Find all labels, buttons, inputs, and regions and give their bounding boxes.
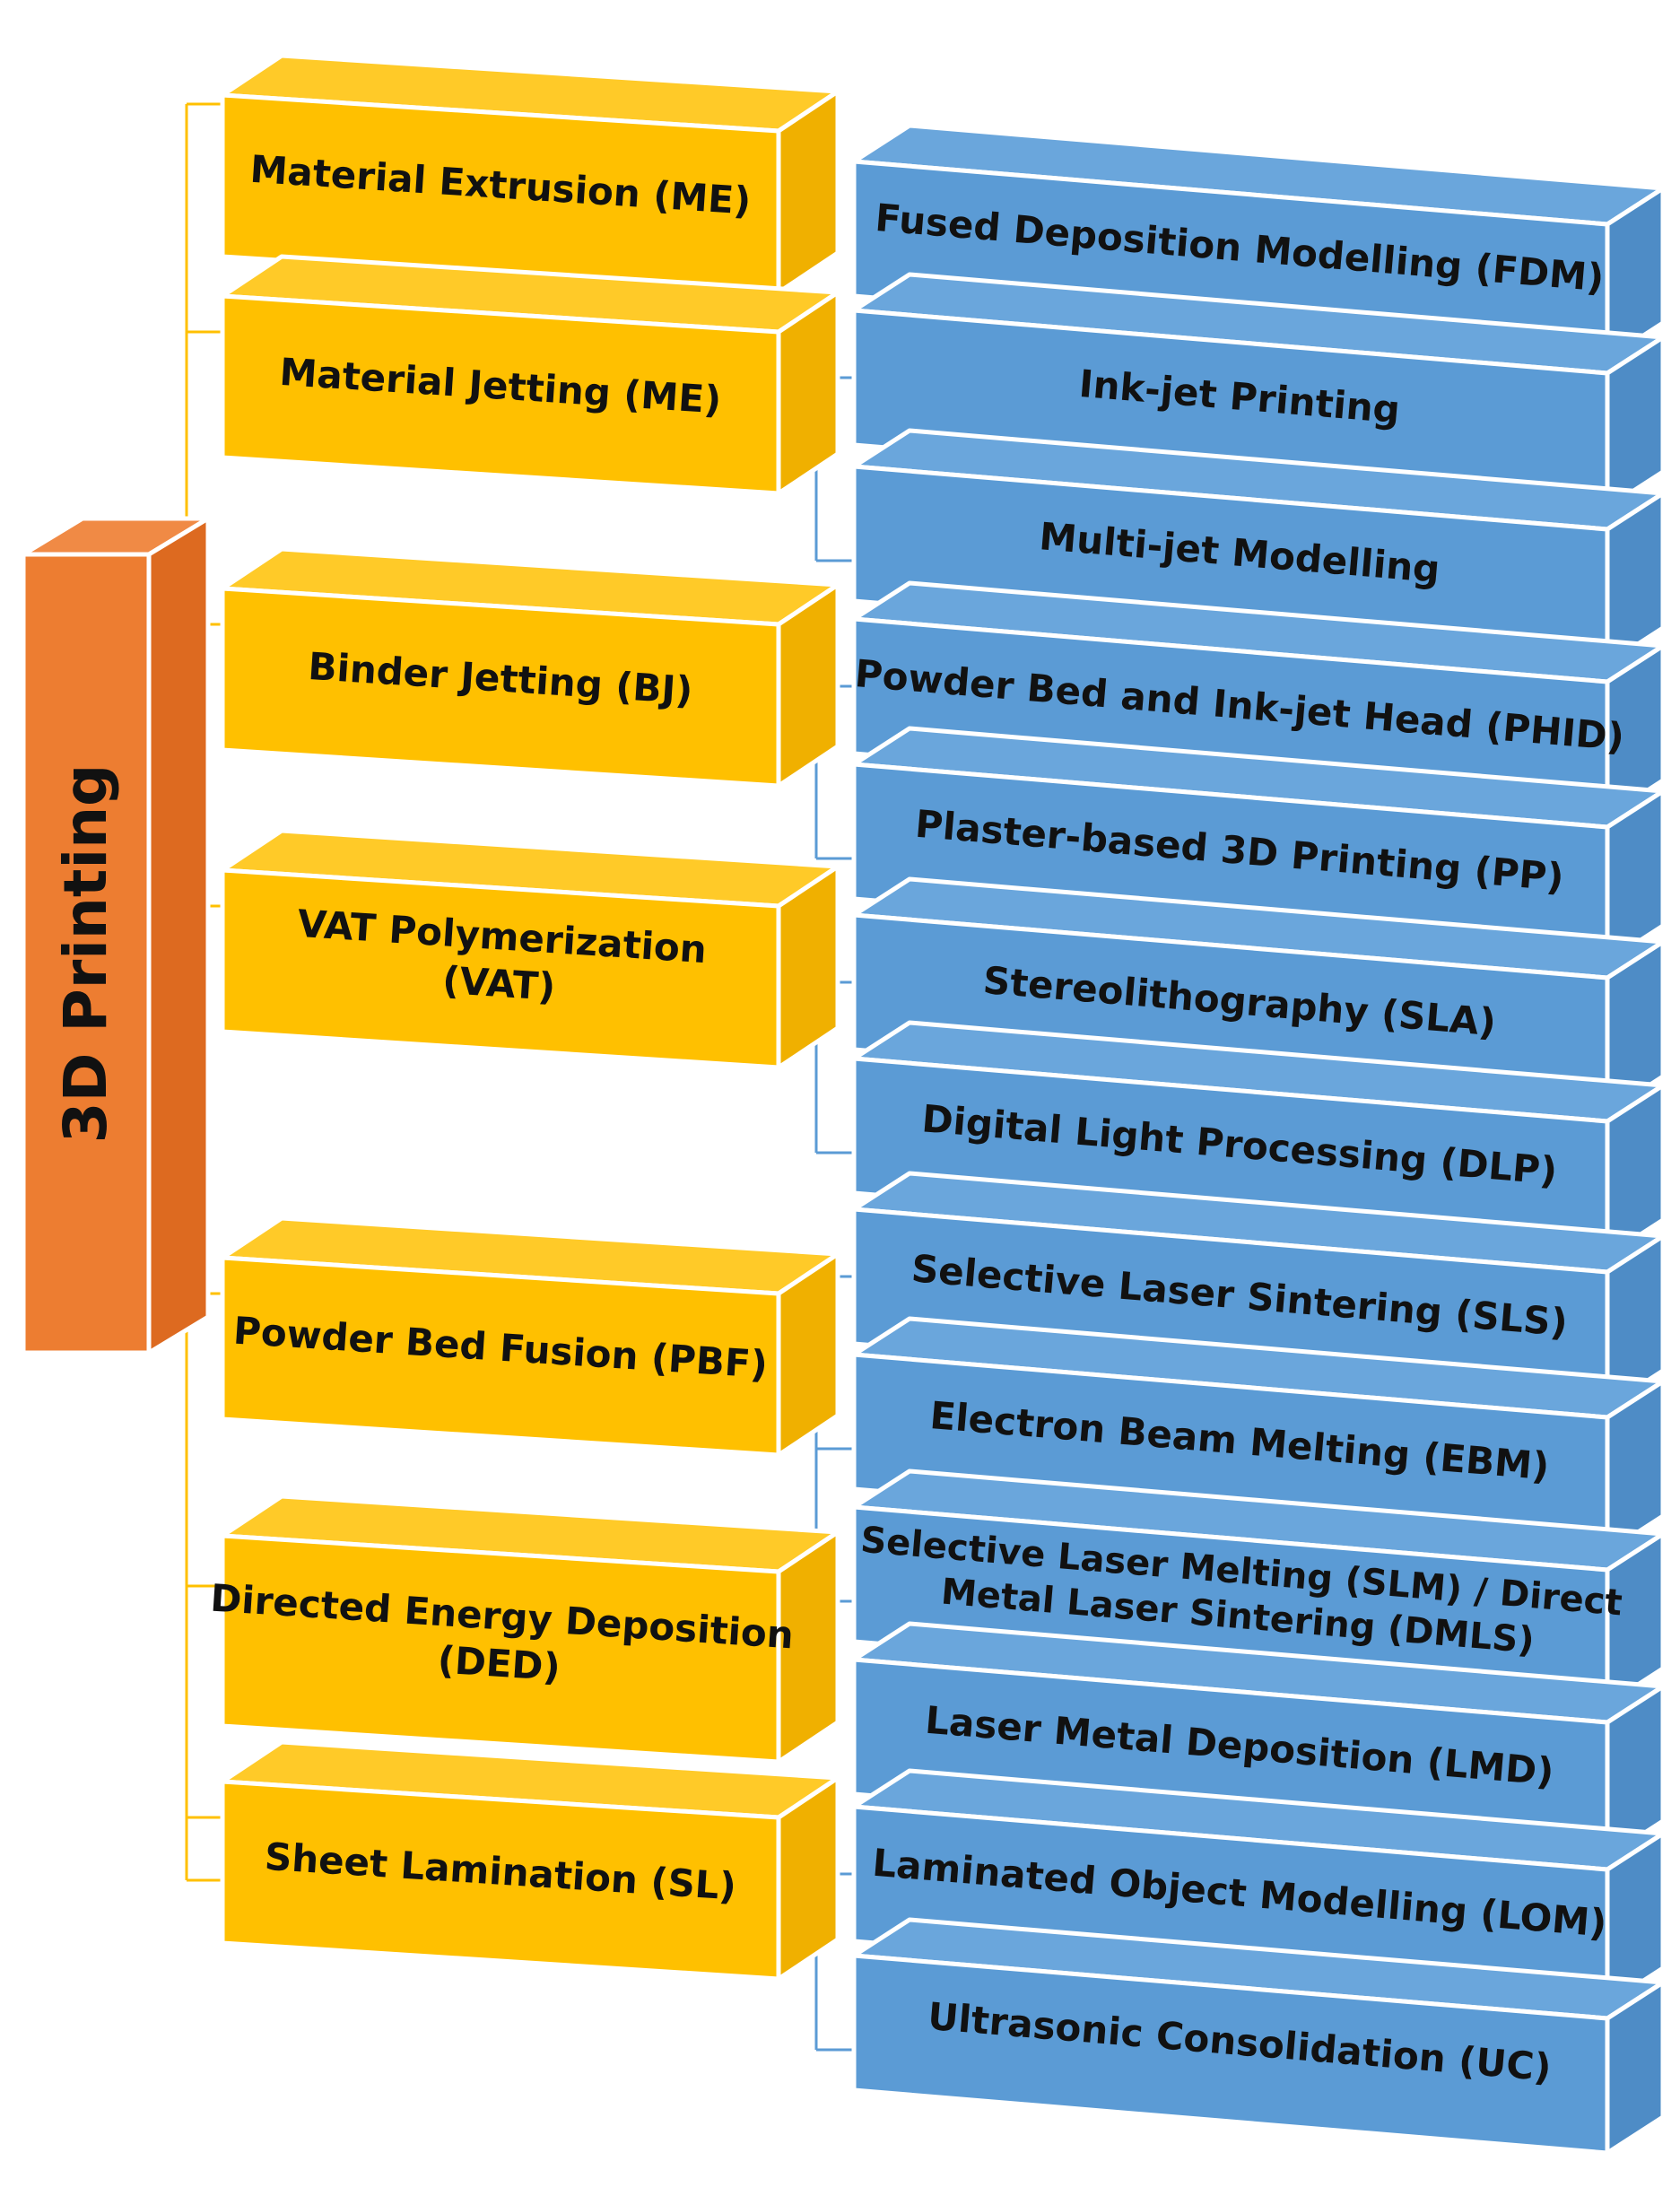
category-sl-box-front-face — [220, 1779, 781, 1982]
category-ded-label-line-2: (DED) — [436, 1638, 561, 1690]
category-vat-box: VAT Polymerization(VAT) — [220, 828, 840, 1070]
category-pbf-box: Powder Bed Fusion (PBF) — [220, 1216, 840, 1458]
category-pbf-box-front-face — [220, 1255, 781, 1458]
root-node: 3D Printing — [21, 516, 211, 1355]
category-sl-box: Sheet Lamination (SL) — [220, 1739, 840, 1982]
category-bj-box: Binder Jetting (BJ) — [220, 546, 840, 789]
root-label: 3D Printing — [51, 764, 120, 1144]
category-vat-label-line-2: (VAT) — [441, 958, 557, 1009]
root-box: 3D Printing — [21, 516, 211, 1355]
category-bj-box-front-face — [220, 586, 781, 789]
category-ded-box: Directed Energy Deposition(DED) — [209, 1494, 840, 1765]
category-mj-box-front-face — [220, 293, 781, 496]
category-nodes: Material Extrusion (ME)Material Jetting … — [209, 53, 840, 1982]
method-ultrasonic-consolidation-uc-box: Ultrasonic Consolidation (UC) — [851, 1917, 1666, 2156]
category-ded-box-front-face — [220, 1533, 781, 1765]
category-vat-box-front-face — [220, 867, 781, 1070]
method-nodes: Fused Deposition Modelling (FDM)Ink-jet … — [851, 123, 1666, 2156]
root-box-front-face — [21, 552, 152, 1355]
root-box-side-face — [146, 516, 211, 1355]
category-me-box: Material Extrusion (ME) — [220, 53, 840, 295]
category-mj-box: Material Jetting (ME) — [220, 254, 840, 496]
method-ultrasonic-consolidation-uc-box-front-face — [851, 1953, 1610, 2156]
